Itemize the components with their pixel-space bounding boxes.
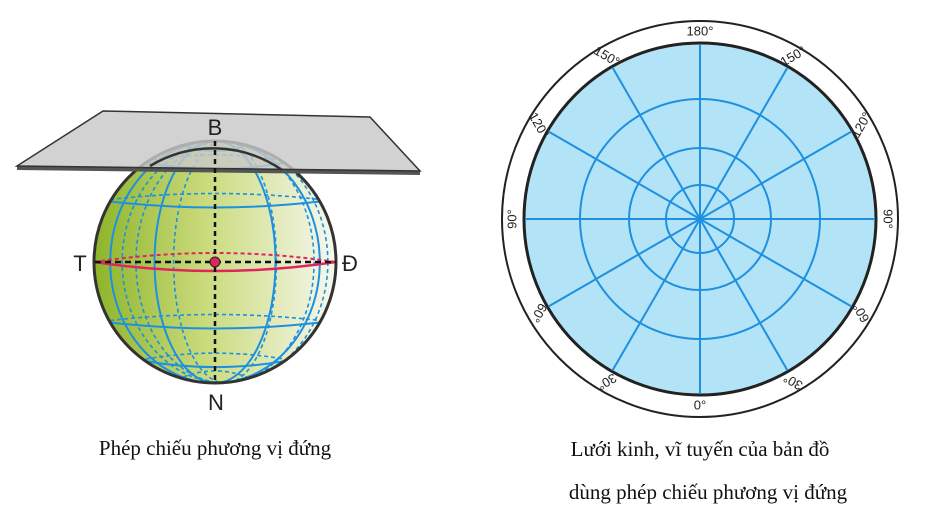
globe-center-point	[209, 256, 221, 268]
meridian-label-w90: 90°	[881, 209, 896, 229]
right-caption-line2: dùng phép chiếu phương vị đứng	[568, 480, 848, 504]
meridian-line	[699, 130, 853, 220]
meridian-label-0: 0°	[694, 397, 706, 412]
globe-cap-outline	[149, 147, 283, 172]
label-east: Đ	[342, 251, 358, 276]
meridian-line	[699, 218, 789, 372]
parallel-back	[145, 352, 285, 360]
projection-plane	[14, 110, 422, 175]
label-south: N	[208, 390, 224, 415]
label-north: B	[208, 115, 223, 140]
meridian-label-90: 90°	[504, 209, 519, 229]
parallel-front	[110, 321, 320, 330]
right-caption-line1: Lưới kinh, vĩ tuyến của bản đồ	[570, 437, 830, 461]
left-caption: Phép chiếu phương vị đứng	[98, 436, 332, 460]
meridian-line	[699, 218, 853, 308]
meridian-line	[611, 66, 701, 220]
meridian-line	[547, 130, 701, 220]
parallel-back	[183, 370, 247, 378]
meridian-line	[547, 218, 701, 308]
meridian-line	[611, 218, 701, 372]
polar-grid-map: 0°30°60°90°120°150°180°150°120°90°60°30°	[501, 20, 899, 418]
parallel-back	[110, 192, 320, 201]
meridian-label-180: 180°	[687, 23, 714, 38]
label-west: T	[73, 251, 86, 276]
meridian-line	[699, 66, 789, 220]
